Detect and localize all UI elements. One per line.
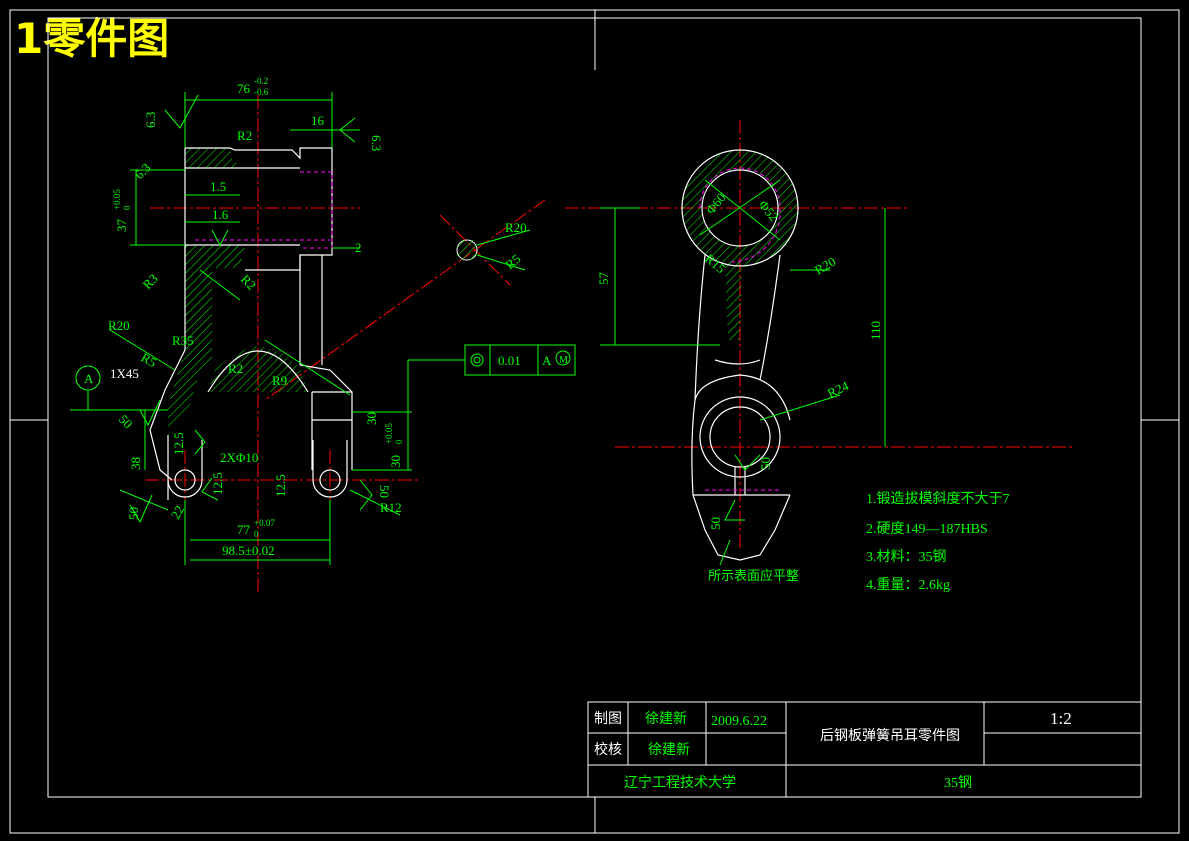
left-view: 76 -0.2 -0.6 16 R2 1.5 1.6 2 37 +0.05 0 … bbox=[70, 76, 576, 595]
note-4: 4.重量：2.6kg bbox=[866, 577, 950, 593]
title-block: 制图 徐建新 2009.6.22 校核 徐建新 后钢板弹簧吊耳零件图 1:2 辽… bbox=[587, 701, 1142, 798]
drawn-label: 制图 bbox=[594, 711, 622, 727]
dim-12-5-b: 12.5 bbox=[210, 472, 225, 495]
dim-r9: R9 bbox=[272, 373, 287, 388]
dim-76: 76 bbox=[237, 81, 251, 96]
dim-37-tol: +0.05 bbox=[112, 189, 122, 210]
dim-r2-mid: R2 bbox=[238, 272, 259, 293]
dim-77-tol-zero: 0 bbox=[254, 529, 259, 539]
dim-r5: R5 bbox=[139, 350, 160, 371]
dim-37-tol-zero: 0 bbox=[122, 205, 132, 210]
note-1: 1.锻造拔模斜度不大于7 bbox=[866, 491, 1010, 507]
roughness-6-3-c: 6.3 bbox=[132, 160, 154, 182]
dim-r35: R35 bbox=[172, 333, 194, 348]
dim-r2-low: R2 bbox=[228, 361, 243, 376]
tolerance-modifier: M bbox=[559, 355, 568, 366]
material: 35钢 bbox=[944, 775, 972, 791]
dim-1-5: 1.5 bbox=[210, 179, 226, 194]
roughness-50-b: 50 bbox=[377, 485, 392, 498]
dim-2: 2 bbox=[355, 240, 362, 255]
roughness-50-right-a: 50 bbox=[758, 457, 773, 470]
detail-r5: R5 bbox=[502, 251, 523, 272]
dim-phi60: Φ60 bbox=[703, 190, 729, 217]
dim-holes: 2XΦ10 bbox=[220, 450, 258, 465]
dim-57: 57 bbox=[596, 272, 611, 286]
roughness-6-3-b: 6.3 bbox=[369, 135, 384, 151]
datum-symbol: A bbox=[84, 371, 94, 386]
dim-r20: R20 bbox=[108, 318, 130, 333]
dim-1-6: 1.6 bbox=[212, 207, 229, 222]
dim-r12: R12 bbox=[380, 500, 402, 515]
dim-30: 30 bbox=[364, 412, 379, 425]
dim-16: 16 bbox=[311, 113, 325, 128]
drawn-name: 徐建新 bbox=[645, 711, 687, 727]
drawing-heading: 1零件图 bbox=[14, 14, 170, 63]
roughness-50-right-b: 50 bbox=[708, 517, 723, 530]
dim-30-right: 30 bbox=[388, 455, 403, 468]
dim-110: 110 bbox=[868, 321, 883, 340]
date: 2009.6.22 bbox=[711, 714, 767, 729]
roughness-50-a: 50 bbox=[116, 412, 136, 432]
dim-98-5: 98.5±0.02 bbox=[222, 543, 275, 558]
dim-37: 37 bbox=[114, 219, 129, 233]
dim-38: 38 bbox=[128, 457, 143, 470]
check-label: 校核 bbox=[594, 741, 622, 758]
technical-notes: 1.锻造拔模斜度不大于7 2.硬度149—187HBS 3.材料：35钢 4.重… bbox=[866, 491, 1010, 593]
surface-note: 所示表面应平整 bbox=[708, 568, 799, 583]
dim-r20-right: R20 bbox=[812, 254, 838, 278]
note-3: 3.材料：35钢 bbox=[866, 549, 947, 565]
dim-r24: R24 bbox=[825, 378, 851, 401]
dim-30-tol-zero: 0 bbox=[394, 439, 404, 444]
dim-r3: R3 bbox=[140, 271, 161, 292]
roughness-6-3-a: 6.3 bbox=[143, 112, 158, 128]
check-name: 徐建新 bbox=[648, 742, 690, 758]
dim-30-tol: +0.05 bbox=[384, 423, 394, 444]
right-view: Φ60 Φ52 R15 R20 57 110 R24 50 50 所示表面应平整 bbox=[565, 120, 1075, 583]
dim-76-lower-tol: -0.6 bbox=[254, 87, 269, 97]
tolerance-datum: A bbox=[542, 353, 552, 368]
scale: 1:2 bbox=[1050, 709, 1072, 728]
dim-chamfer: 1X45 bbox=[110, 366, 139, 381]
school: 辽宁工程技术大学 bbox=[624, 774, 736, 791]
drawing-title: 后钢板弹簧吊耳零件图 bbox=[820, 728, 960, 744]
dim-12-5-c: 12.5 bbox=[273, 474, 288, 497]
dim-r2-top: R2 bbox=[237, 128, 252, 143]
dim-77-tol: +0.07 bbox=[254, 518, 275, 528]
dim-77: 77 bbox=[237, 522, 251, 537]
dim-22: 22 bbox=[168, 503, 187, 522]
note-2: 2.硬度149—187HBS bbox=[866, 521, 988, 537]
dim-76-upper-tol: -0.2 bbox=[254, 76, 268, 86]
tolerance-value: 0.01 bbox=[498, 353, 521, 368]
dim-12-5-a: 12.5 bbox=[171, 432, 186, 455]
roughness-50-c: 50 bbox=[126, 507, 141, 520]
geometric-tolerance-frame bbox=[464, 344, 576, 376]
detail-r20: R20 bbox=[505, 220, 527, 235]
